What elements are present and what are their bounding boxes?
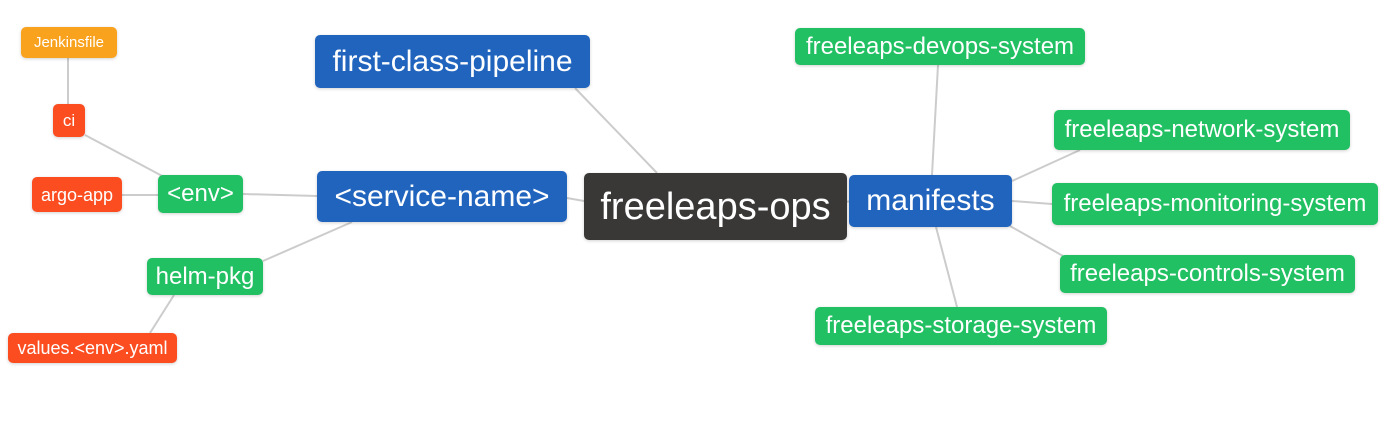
edge-helm-pkg-service-name xyxy=(262,221,353,262)
edge-manifests-network xyxy=(1011,149,1081,182)
edge-values-helm-pkg xyxy=(149,294,175,334)
node-helm-pkg[interactable]: helm-pkg xyxy=(147,258,263,295)
node-jenkinsfile[interactable]: Jenkinsfile xyxy=(21,27,117,58)
node-freeleaps-storage-system[interactable]: freeleaps-storage-system xyxy=(815,307,1107,345)
node-freeleaps-ops-root[interactable]: freeleaps-ops xyxy=(584,173,847,240)
node-freeleaps-monitoring-system[interactable]: freeleaps-monitoring-system xyxy=(1052,183,1378,225)
node-values-env-yaml[interactable]: values.<env>.yaml xyxy=(8,333,177,363)
edge-env-service-name xyxy=(242,193,318,197)
node-argo-app[interactable]: argo-app xyxy=(32,177,122,212)
edge-manifests-monitoring xyxy=(1011,200,1053,205)
edge-ci-env xyxy=(84,134,167,179)
node-manifests[interactable]: manifests xyxy=(849,175,1012,227)
edge-manifests-controls xyxy=(1009,225,1064,257)
edge-pipeline-freeleaps-ops xyxy=(574,87,658,174)
node-env[interactable]: <env> xyxy=(158,175,243,213)
node-ci[interactable]: ci xyxy=(53,104,85,137)
node-first-class-pipeline[interactable]: first-class-pipeline xyxy=(315,35,590,88)
node-freeleaps-devops-system[interactable]: freeleaps-devops-system xyxy=(795,28,1085,65)
edge-manifests-storage xyxy=(935,226,958,308)
node-service-name[interactable]: <service-name> xyxy=(317,171,567,222)
edge-service-name-freeleaps-ops xyxy=(566,197,585,202)
node-freeleaps-network-system[interactable]: freeleaps-network-system xyxy=(1054,110,1350,150)
node-freeleaps-controls-system[interactable]: freeleaps-controls-system xyxy=(1060,255,1355,293)
edge-manifests-devops xyxy=(931,64,939,176)
